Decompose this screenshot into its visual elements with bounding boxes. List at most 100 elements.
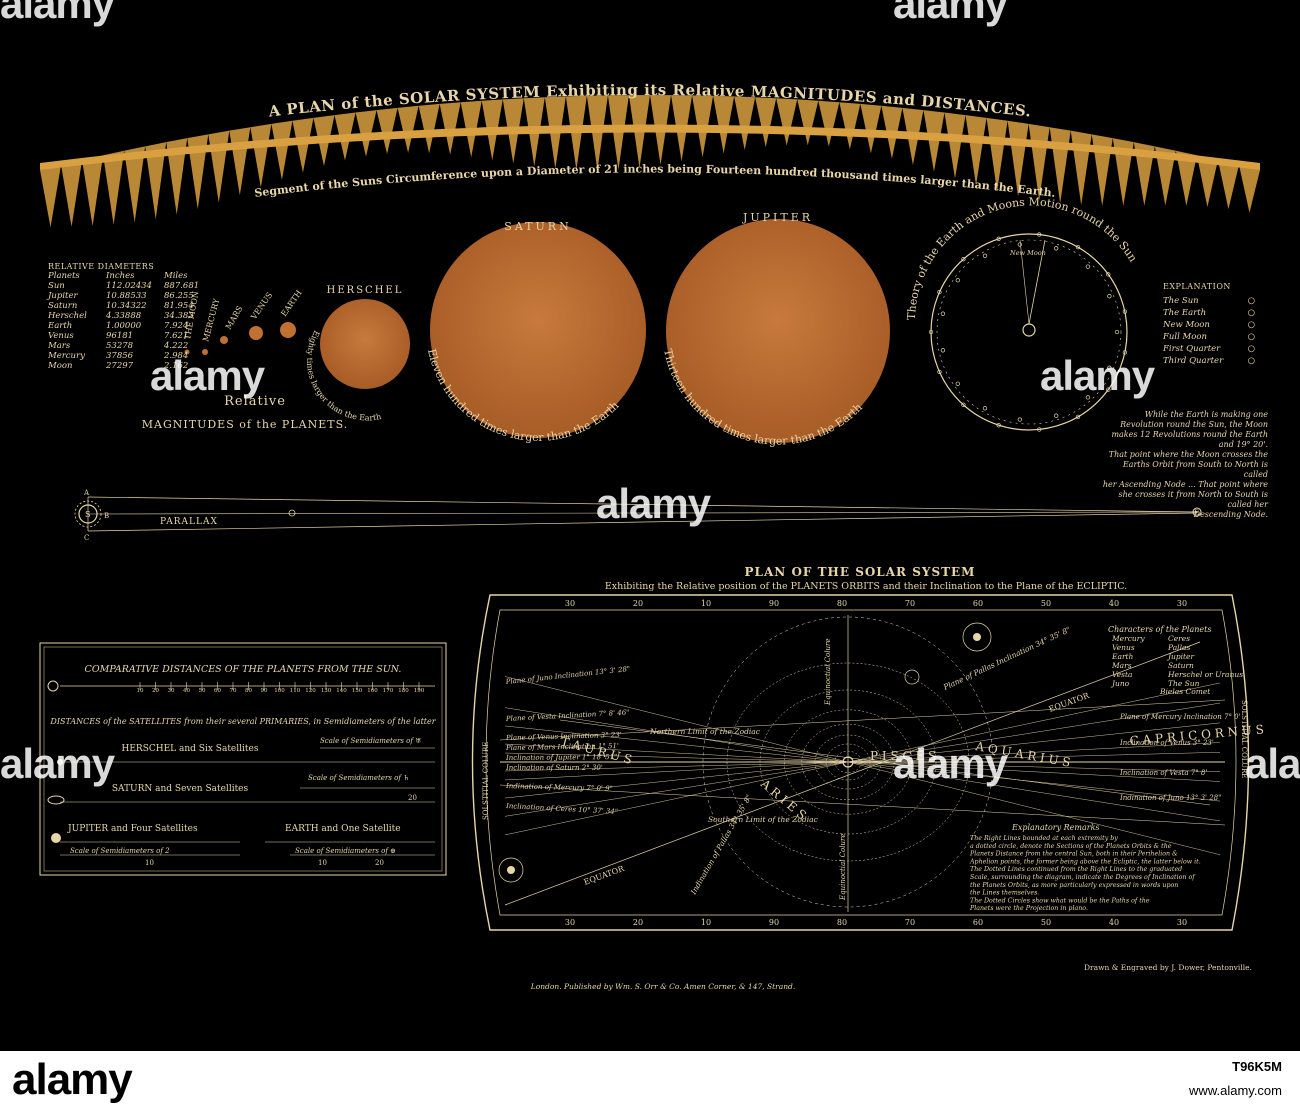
note-line: she crosses it from North to South is ca…: [1118, 490, 1268, 509]
new-moon-label: New Moon: [1009, 249, 1046, 257]
solstitial-right: SOLSTITIAL COLURE: [1240, 700, 1248, 778]
inclination-label: Inclination of Jupiter 1° 18' 51": [505, 753, 617, 762]
watermark: alamy: [893, 0, 1008, 27]
scale-20-a: 20: [375, 859, 384, 867]
parallax-c: C: [84, 534, 89, 542]
inclination-label: Indination of Mercury 7° 0' 9": [505, 782, 613, 793]
character-item: Vesta: [1112, 670, 1133, 679]
table-cell: 2.162: [164, 361, 189, 371]
venus-label: VENUS: [249, 291, 275, 322]
sun-rim: [40, 124, 1260, 170]
character-item: Juno: [1110, 679, 1130, 688]
col-planets: Planets: [48, 271, 80, 281]
jupiter-satellites: JUPITER and Four Satellites: [67, 824, 198, 834]
sun-segment: [40, 95, 1260, 228]
table-cell: Venus: [48, 331, 74, 341]
mercury-planet: [202, 349, 208, 355]
jupiter-planet: [666, 219, 890, 443]
inclination-label: Indination of Juno 13° 3' 28": [1119, 794, 1221, 802]
zodiac-label: P I S C E S: [870, 749, 936, 763]
scale-tick-label: 30: [168, 688, 175, 694]
scale-tick-label: 70: [230, 688, 237, 694]
inclination-label: Plane of Venus Inclination 3° 23': [505, 731, 622, 742]
scale-tick-label: 20: [152, 688, 159, 694]
moon-position-icon: [1075, 244, 1081, 250]
sun-segment-caption: Segment of the Suns Circumference upon a…: [254, 162, 1057, 199]
legend-symbol-icon: ○: [1247, 296, 1255, 306]
sun-ray: [166, 138, 188, 215]
inclination-line: [504, 742, 1221, 781]
inclination-label: Plane of Mercury Inclination 7° 0': [1119, 713, 1241, 721]
moon-position-icon: [996, 423, 1001, 428]
moon-position-icon: [1075, 414, 1081, 420]
col-inches: Inches: [106, 271, 135, 281]
degree-label: 40: [1109, 599, 1119, 608]
scale-tick-label: 170: [383, 688, 394, 694]
character-item: Pallas: [1167, 643, 1190, 652]
moon-position-icon: [1106, 387, 1111, 392]
plan-subtitle: Exhibiting the Relative position of the …: [605, 581, 1127, 592]
table-cell: 96181: [106, 331, 134, 341]
degree-label: 30: [1177, 918, 1187, 927]
moon-position-icon: [1054, 246, 1059, 251]
alamy-logo: alamy: [12, 1055, 133, 1104]
parallax-b: B: [104, 512, 109, 520]
watermark: alamy: [893, 740, 1008, 787]
sun-ray: [145, 142, 167, 220]
legend-symbol-icon: ○: [1247, 332, 1255, 342]
earth-scale: Scale of Semidiameters of ⊕: [295, 847, 396, 855]
degree-label: 60: [973, 599, 983, 608]
parallax-s: S: [85, 510, 90, 519]
remark-line: The Dotted Circles show what would be th…: [970, 897, 1150, 904]
jupiter-small-icon: [51, 833, 61, 843]
moon-planet: [184, 349, 190, 355]
inclination-line: [504, 676, 1221, 855]
sun-ray: [586, 95, 608, 171]
moon-theory-diagram: [928, 232, 1128, 432]
table-cell: 2.984: [164, 351, 189, 361]
inclination-label: Plane of Mars Inclination 1° 51': [505, 742, 619, 752]
degree-label: 50: [1041, 918, 1051, 927]
degree-label: 20: [633, 918, 643, 927]
degree-label: 90: [769, 599, 779, 608]
scale-10-a: 10: [145, 859, 154, 867]
moon-position-icon: [1085, 395, 1091, 400]
table-cell: 53278: [106, 341, 134, 351]
scale-tick-label: 190: [414, 688, 425, 694]
legend-item: Full Moon○: [1163, 331, 1255, 343]
scale-tick-label: 60: [214, 688, 221, 694]
inclination-line: [504, 722, 1221, 799]
stock-id: T96K5M: [1232, 1059, 1282, 1074]
earth-label: EARTH: [279, 289, 303, 319]
remark-line: The Dotted Lines continued from the Righ…: [970, 866, 1182, 873]
note-line: Earths Orbit from South to North is call…: [1122, 460, 1268, 479]
parallax-diagram: [74, 496, 1202, 532]
character-item: Earth: [1111, 652, 1134, 661]
scale-tick-label: 90: [261, 688, 268, 694]
small-planets: [184, 219, 890, 443]
sun-ray: [839, 102, 861, 150]
legend-label: Third Quarter: [1163, 356, 1224, 366]
herschel-planet: [320, 299, 410, 389]
sun-ray: [1133, 142, 1155, 206]
sun-ray: [82, 155, 104, 227]
legend-symbol-icon: ○: [1247, 344, 1255, 354]
col-miles: Miles: [164, 271, 188, 281]
earth-satellites: EARTH and One Satellite: [285, 824, 401, 834]
legend-label: The Earth: [1163, 308, 1207, 318]
moon-position-icon: [955, 278, 960, 283]
sun-ray: [1070, 130, 1092, 206]
legend-item: The Sun○: [1163, 295, 1255, 307]
diagram-svg: A PLAN of the SOLAR SYSTEM Exhibiting it…: [39, 81, 1264, 991]
sun-ray: [124, 146, 146, 223]
moon-position-icon: [1122, 309, 1128, 314]
northern-limit: Northern Limit of the Zodiac: [649, 727, 761, 736]
inclination-label: Inclination of Venus 3° 23': [1119, 739, 1214, 747]
degree-label: 40: [1109, 918, 1119, 927]
sun-ray: [271, 120, 293, 180]
sun-ray: [208, 130, 230, 203]
degree-label: 20: [633, 599, 643, 608]
relative-diameters-heading: RELATIVE DIAMETERS: [48, 262, 155, 271]
moon-position-icon: [1017, 242, 1022, 247]
